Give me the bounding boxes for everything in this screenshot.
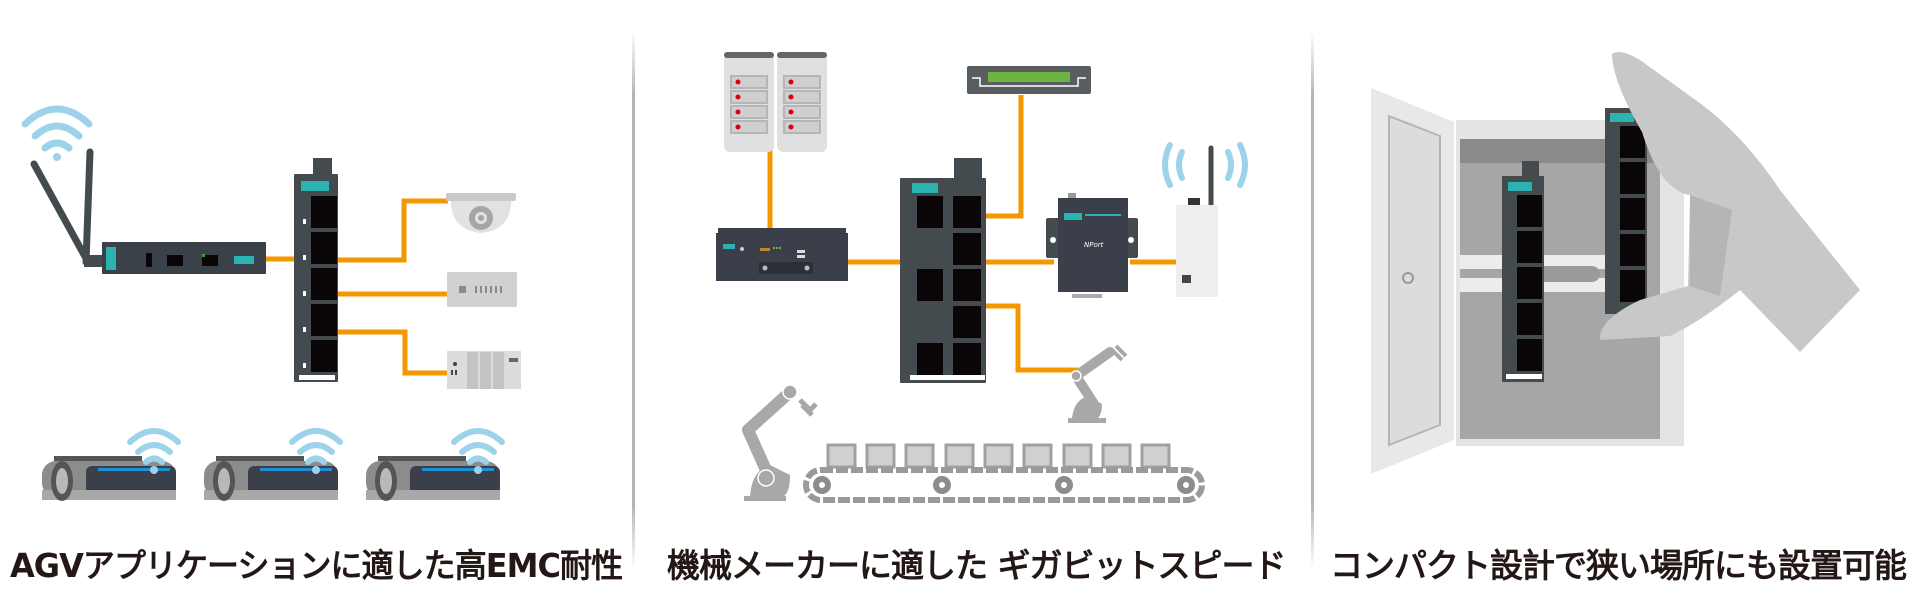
panel-divider <box>632 30 635 570</box>
panel-caption: コンパクト設計で狭い場所にも設置可能 <box>1330 546 1907 585</box>
server-rack-icon <box>724 52 827 152</box>
agv-network-illustration <box>21 105 521 501</box>
panel-compact-design: コンパクト設計で狭い場所にも設置可能 <box>1314 0 1920 601</box>
plc-icon <box>447 351 521 389</box>
conveyor-belt-icon <box>803 443 1205 503</box>
robot-arm-icon <box>742 384 818 501</box>
network-switch <box>1502 161 1544 382</box>
agv-robot <box>366 428 505 501</box>
robot-arm-icon <box>1068 344 1128 423</box>
network-switch <box>900 158 986 383</box>
dome-camera-icon <box>446 193 516 233</box>
io-module-icon <box>447 272 517 307</box>
machine-network-illustration: NPort <box>716 52 1248 503</box>
embedded-computer-icon <box>716 228 848 281</box>
agv-robots <box>42 428 505 501</box>
cabinet-install-illustration <box>1371 52 1860 474</box>
wireless-router <box>102 242 266 274</box>
panel-agv-emc: AGVアプリケーションに適した高EMC耐性 <box>0 0 636 601</box>
agv-robot <box>42 428 181 501</box>
wireless-ap-icon <box>1162 142 1248 297</box>
wifi-icon <box>21 105 93 161</box>
hand-icon <box>1599 52 1860 352</box>
panel-divider <box>1311 30 1314 570</box>
panel-caption: 機械メーカーに適した ギガビットスピード <box>667 546 1286 585</box>
ethernet-cables <box>266 198 448 376</box>
terminal-block-icon <box>967 66 1091 94</box>
antenna-icon <box>30 148 94 266</box>
panel-caption: AGVアプリケーションに適した高EMC耐性 <box>10 546 623 585</box>
agv-robot <box>204 428 343 501</box>
ethernet-cables <box>767 95 1180 373</box>
network-switch <box>1605 108 1647 314</box>
network-switch <box>294 158 338 382</box>
svg-text:NPort: NPort <box>1084 241 1104 249</box>
device-server-icon: NPort <box>1046 193 1138 298</box>
panel-gigabit-speed: NPort <box>636 0 1313 601</box>
